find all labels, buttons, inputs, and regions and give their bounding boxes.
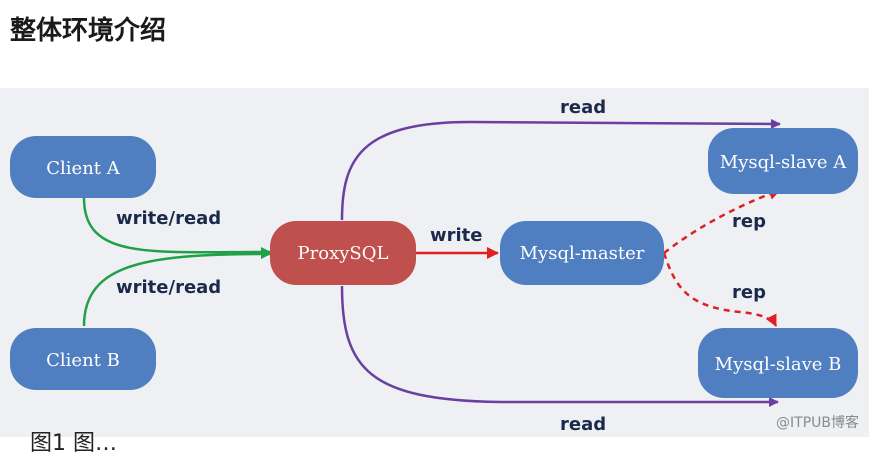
- edge-master-to-slave-a: [663, 188, 781, 254]
- node-mysql-slave-b-label: Mysql-slave B: [715, 354, 842, 375]
- node-proxysql: ProxySQL: [270, 221, 416, 285]
- node-client-a: Client A: [10, 136, 156, 198]
- architecture-diagram: Client A Client B ProxySQL Mysql-master …: [10, 97, 858, 435]
- edge-proxysql-to-slave-a: [340, 118, 781, 221]
- node-client-b-label: Client B: [46, 350, 120, 371]
- edge-label-client-a: write/read: [116, 208, 221, 229]
- edge-label-rep-slave-b: rep: [732, 282, 766, 303]
- node-mysql-master-label: Mysql-master: [520, 243, 645, 264]
- node-mysql-slave-a-label: Mysql-slave A: [720, 152, 847, 173]
- node-mysql-slave-b: Mysql-slave B: [698, 328, 858, 398]
- edge-label-client-b: write/read: [116, 277, 221, 298]
- edge-label-proxy-master: write: [430, 225, 483, 246]
- figure-caption: 图1 图…: [30, 431, 117, 456]
- edge-master-to-slave-b: [662, 252, 778, 327]
- edge-client-a-to-proxysql: [82, 197, 271, 258]
- edge-label-rep-slave-a: rep: [732, 211, 766, 232]
- page-title: 整体环境介绍: [10, 16, 167, 46]
- node-client-b: Client B: [10, 328, 156, 390]
- node-proxysql-label: ProxySQL: [298, 243, 389, 264]
- edge-proxysql-to-slave-b: [340, 285, 779, 407]
- edge-label-proxy-slave-b: read: [560, 414, 606, 435]
- node-client-a-label: Client A: [46, 158, 120, 179]
- watermark: @ITPUB博客: [776, 415, 859, 431]
- edge-label-proxy-slave-a: read: [560, 97, 606, 118]
- edge-client-b-to-proxysql: [82, 249, 271, 327]
- node-mysql-slave-a: Mysql-slave A: [708, 128, 858, 194]
- node-mysql-master: Mysql-master: [500, 221, 664, 285]
